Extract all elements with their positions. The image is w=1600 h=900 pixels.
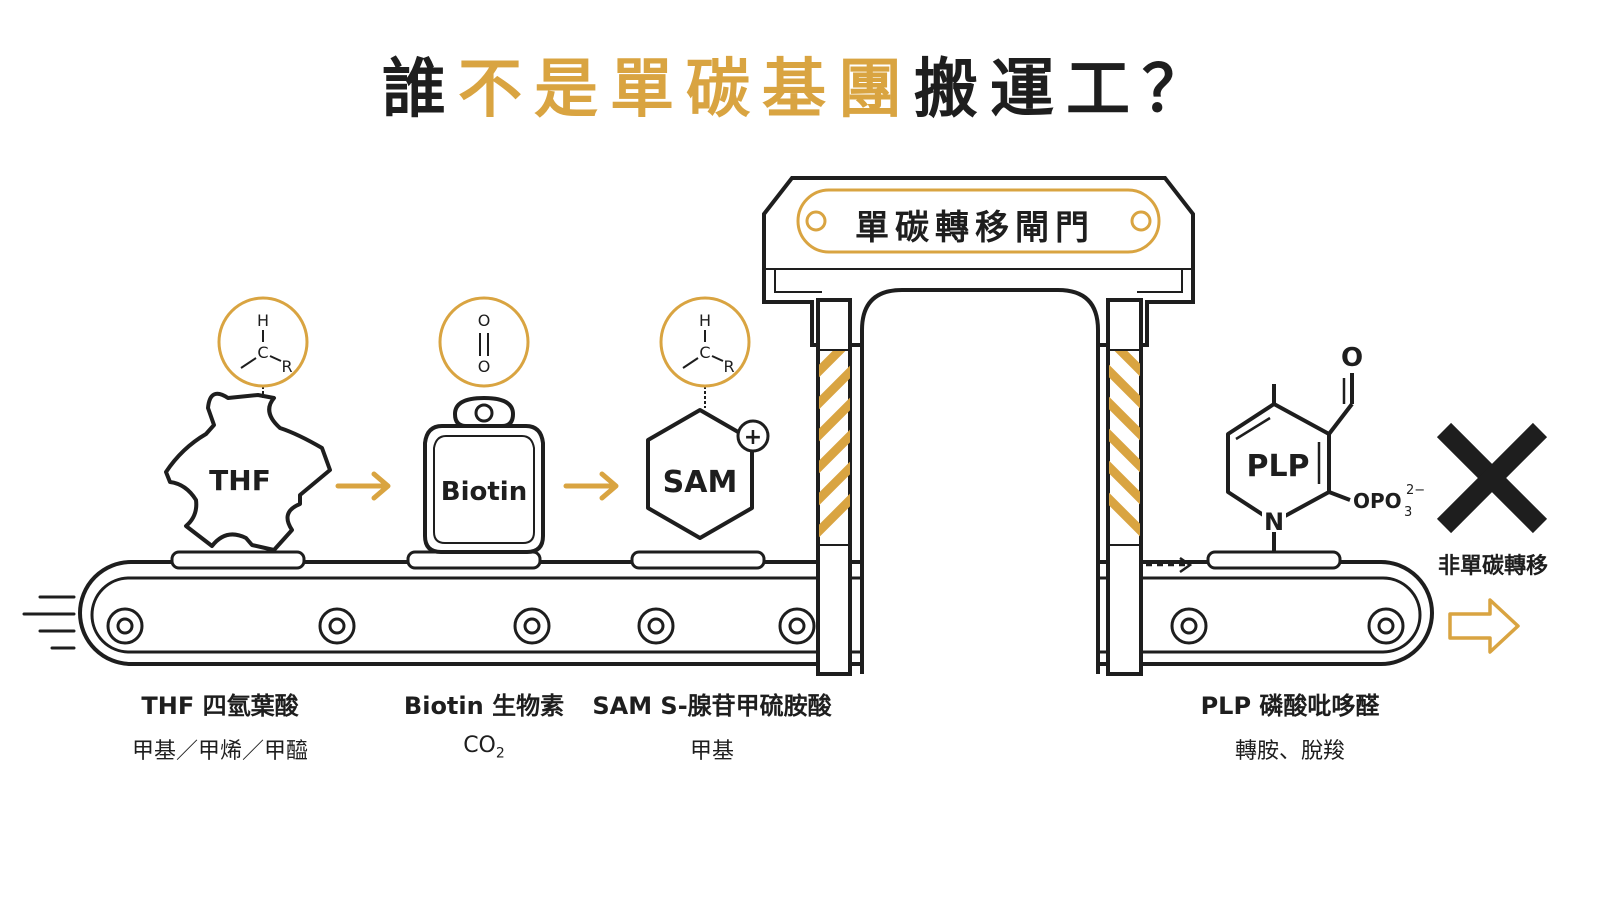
flow-arrow-1 <box>335 471 391 501</box>
thf-carrier: THF H C R <box>164 296 332 552</box>
plp-n: N <box>1264 508 1284 536</box>
conveyor-rollers <box>106 607 1405 645</box>
puzzle-icon <box>164 391 332 552</box>
biotin-badge: Biotin <box>441 477 527 507</box>
plp-name: PLP 磷酸吡哆醛 <box>1200 692 1380 720</box>
sam-c: C <box>699 343 710 362</box>
thf-name: THF 四氫葉酸 <box>141 692 299 720</box>
dashed-arrow <box>1146 556 1193 574</box>
plp-o: O <box>1341 343 1363 373</box>
gate-label: 單碳轉移閘門 <box>855 208 1095 248</box>
sam-name: SAM S-腺苷甲硫胺酸 <box>592 692 832 720</box>
thf-c: C <box>257 343 268 362</box>
title-prefix: 誰 <box>382 53 458 127</box>
plp-badge: PLP <box>1246 449 1309 484</box>
biotin-chem-bubble <box>438 296 530 388</box>
title-suffix: 搬運工？ <box>914 53 1218 127</box>
plp-carrier: N O PLP OPO 3 2− <box>1226 343 1425 552</box>
biotin-role: CO2 <box>364 733 604 761</box>
biotin-role-sub: 2 <box>495 745 505 762</box>
non-transfer-label: 非單碳轉移 <box>1437 554 1548 579</box>
plp-phosphate-charge: 2− <box>1406 483 1425 498</box>
positive-charge-icon <box>736 419 770 453</box>
speed-lines-icon <box>22 595 76 650</box>
title-highlight: 不是單碳基團 <box>458 53 914 127</box>
thf-role: 甲基／甲烯／甲醯 <box>131 739 308 764</box>
biotin-carrier: Biotin O O <box>423 296 545 554</box>
conveyor-belt <box>78 560 1434 666</box>
sam-badge: SAM <box>663 465 738 500</box>
page-title: 誰不是單碳基團搬運工？ <box>0 38 1600 130</box>
biotin-caption: Biotin 生物素 CO2 <box>364 686 604 761</box>
transfer-gate <box>762 176 1195 676</box>
carrier-platforms <box>170 550 1342 570</box>
sam-charge: + <box>744 425 762 450</box>
thf-caption: THF 四氫葉酸 甲基／甲烯／甲醯 <box>100 686 340 765</box>
biotin-o-bottom: O <box>478 357 491 376</box>
sam-r: R <box>723 357 734 376</box>
biotin-o-top: O <box>478 311 491 330</box>
weight-icon <box>423 395 545 554</box>
biotin-name: Biotin 生物素 <box>403 692 565 720</box>
thf-r: R <box>281 357 292 376</box>
thf-h: H <box>257 311 269 330</box>
outline-arrow-icon <box>1448 598 1520 654</box>
thf-badge: THF <box>209 464 271 497</box>
sam-h: H <box>699 311 711 330</box>
plp-caption: PLP 磷酸吡哆醛 轉胺、脫羧 <box>1160 686 1420 765</box>
sam-role: 甲基 <box>689 739 734 764</box>
biotin-role-main: CO <box>463 733 496 758</box>
flow-arrow-2 <box>563 471 619 501</box>
sam-caption: SAM S-腺苷甲硫胺酸 甲基 <box>582 686 842 765</box>
plp-phosphate-sub: 3 <box>1404 505 1412 520</box>
plp-phosphate: OPO <box>1353 489 1402 513</box>
cross-icon <box>1436 422 1548 534</box>
plp-role: 轉胺、脫羧 <box>1234 739 1345 764</box>
sam-carrier: SAM + H C R <box>646 296 770 540</box>
